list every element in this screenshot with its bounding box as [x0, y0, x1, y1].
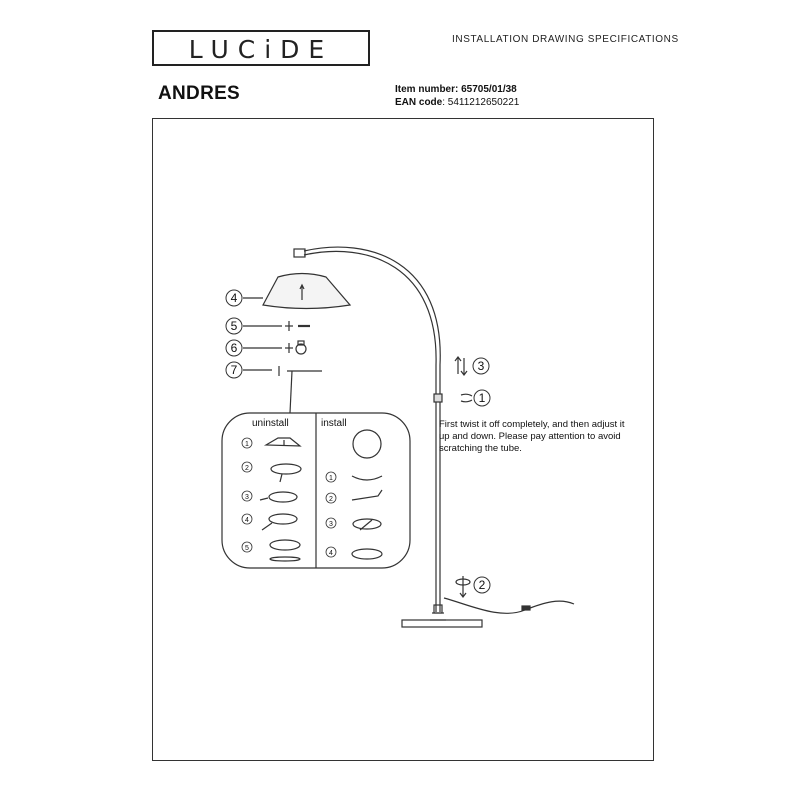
install-step-1: 1: [329, 475, 333, 482]
product-name: ANDRES: [158, 83, 241, 104]
pole-joint: [433, 393, 443, 403]
drawing-frame: [152, 118, 654, 761]
adjustment-note: First twist it off completely, and then …: [439, 419, 625, 454]
uninstall-step-5: 5: [245, 545, 249, 552]
uninstall-step-3: 3: [245, 494, 249, 501]
lamp-arc-arm-inner: [303, 250, 437, 366]
callout-shade: 4: [231, 291, 238, 305]
item-number: Item number: 65705/01/38: [395, 84, 517, 95]
item-number-label: Item number:: [395, 84, 459, 95]
cable-switch: [521, 605, 531, 611]
pole-foot: [433, 604, 443, 614]
ean-code: EAN code: 5411212650221: [395, 97, 519, 108]
uninstall-step-1: 1: [245, 441, 249, 448]
ean-code-value: : 5411212650221: [442, 97, 520, 108]
lamp-base: [401, 619, 483, 628]
install-step-4: 4: [329, 550, 333, 557]
uninstall-step-2: 2: [245, 465, 249, 472]
brand-logo: LUCiDE: [152, 30, 370, 66]
callout-height: 3: [478, 359, 485, 373]
ean-code-label: EAN code: [395, 97, 443, 108]
install-label: install: [321, 418, 347, 429]
uninstall-label: uninstall: [252, 418, 289, 429]
lamp-arc-arm: [303, 246, 441, 366]
lamp-socket: [293, 248, 306, 258]
lamp-shade: [262, 272, 352, 310]
callout-base-lock: 2: [479, 578, 486, 592]
callout-bulb: 6: [231, 341, 238, 355]
brand-logo-text: LUCiDE: [188, 35, 334, 64]
bulb-part: [295, 343, 307, 355]
item-number-value: 65705/01/38: [461, 84, 517, 95]
callout-screw: 5: [231, 319, 238, 333]
callout-rod: 7: [231, 363, 238, 377]
uninstall-step-4: 4: [245, 517, 249, 524]
document-title: INSTALLATION DRAWING SPECIFICATIONS: [452, 34, 679, 45]
power-cable: [443, 597, 575, 614]
install-step-2: 2: [329, 496, 333, 503]
install-step-3: 3: [329, 521, 333, 528]
callout-twist: 1: [479, 391, 486, 405]
